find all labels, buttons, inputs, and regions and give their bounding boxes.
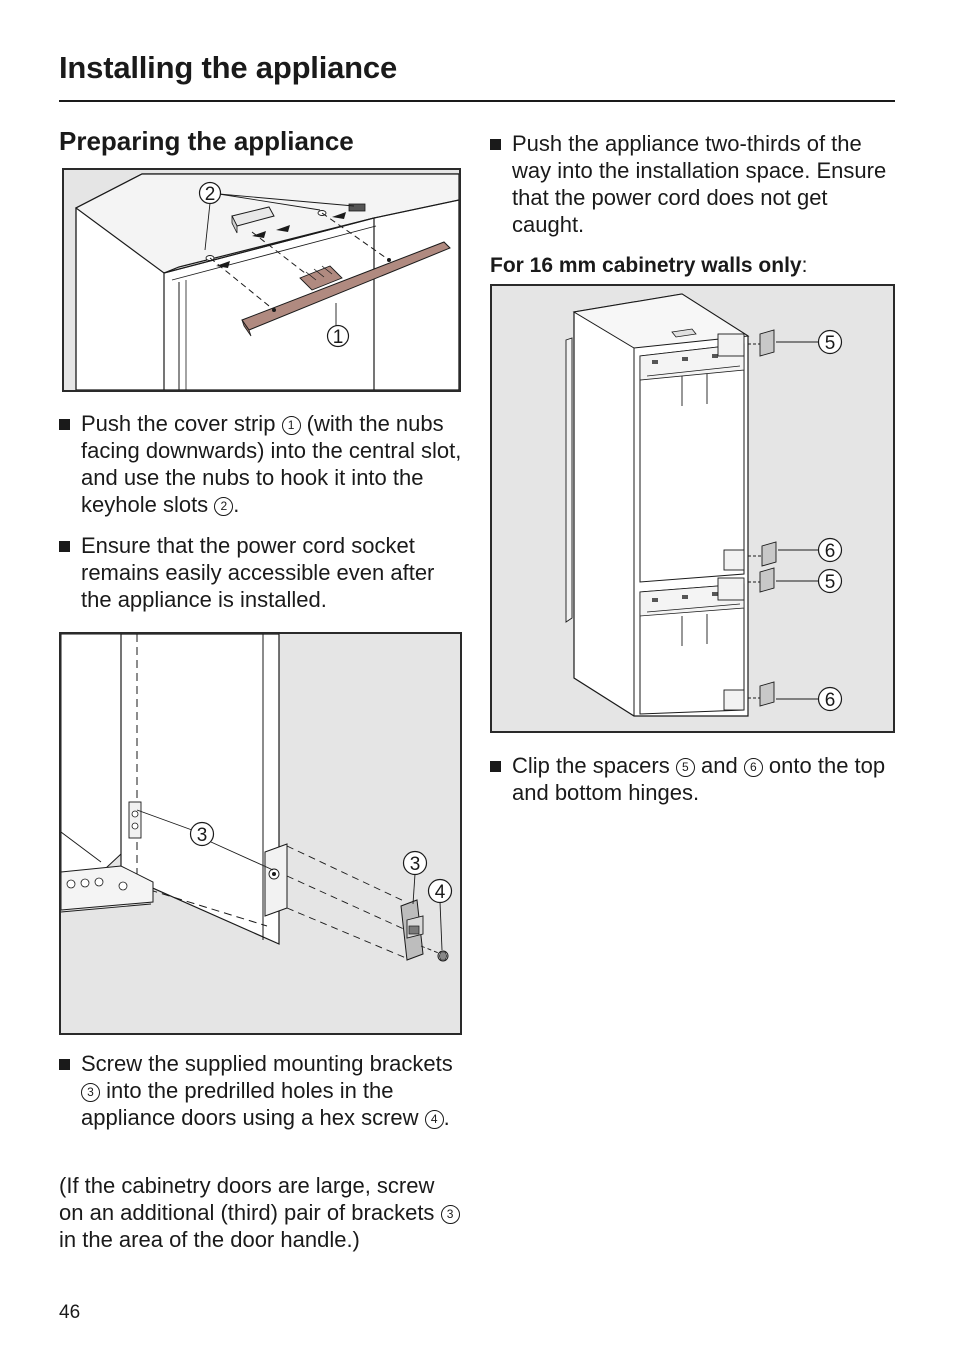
bullet-square: [59, 1059, 70, 1070]
page-number: 46: [59, 1302, 81, 1323]
figure-spacers: 5 6 5 6: [490, 284, 895, 733]
inline-ref-3: 3: [81, 1083, 100, 1102]
callout-6-bottom: [817, 686, 843, 712]
bullet-square: [490, 761, 501, 772]
inline-ref-4: 4: [424, 1110, 444, 1129]
callout-3-bracket: [402, 850, 428, 876]
bullet-text: Clip the spacers 5 and 6 onto the top an…: [512, 753, 886, 805]
callout-3-bracket-label: 3: [410, 854, 421, 875]
page-title: Installing the appliance: [59, 50, 397, 85]
callout-5-top: [817, 329, 843, 355]
callout-4-label: 4: [435, 882, 446, 903]
note-large-doors: (If the cabinetry doors are large, screw…: [59, 1172, 464, 1253]
callout-3-door: [189, 821, 215, 847]
callout-2-label: 2: [205, 184, 216, 205]
cabinetry-walls-heading: For 16 mm cabinetry walls only:: [490, 254, 808, 277]
inline-ref-6: 6: [743, 758, 763, 777]
callout-5-bottom: [817, 568, 843, 594]
callout-5-top-label: 5: [825, 333, 836, 354]
inline-ref-1: 1: [281, 416, 301, 435]
bullet-square: [59, 419, 70, 430]
bullet-square: [59, 541, 70, 552]
callout-2: [198, 181, 222, 205]
callout-1-label: 1: [333, 327, 344, 348]
bullet-text: Push the cover strip 1 (with the nubs fa…: [81, 411, 462, 517]
callout-3-door-label: 3: [197, 825, 208, 846]
bullet-text: Push the appliance two-thirds of the way…: [512, 131, 887, 237]
callout-6-top: [817, 537, 843, 563]
callout-4: [427, 878, 453, 904]
callout-1: [326, 324, 350, 348]
figure-cover-strip: 2 1: [62, 168, 461, 392]
bullet-text: Ensure that the power cord socket remain…: [81, 533, 435, 612]
callout-6-top-label: 6: [825, 541, 836, 562]
callout-6-bottom-label: 6: [825, 690, 836, 711]
inline-ref-2: 2: [214, 497, 234, 516]
inline-ref-5: 5: [675, 758, 695, 777]
bullet-square: [490, 139, 501, 150]
callout-5-bottom-label: 5: [825, 572, 836, 593]
section-title: Preparing the appliance: [59, 126, 354, 156]
inline-ref-3: 3: [440, 1205, 460, 1224]
figure-mounting-brackets: 3 3 4: [59, 632, 462, 1035]
bullet-text: Screw the supplied mounting brackets 3 i…: [81, 1051, 453, 1130]
title-rule: [59, 100, 895, 102]
